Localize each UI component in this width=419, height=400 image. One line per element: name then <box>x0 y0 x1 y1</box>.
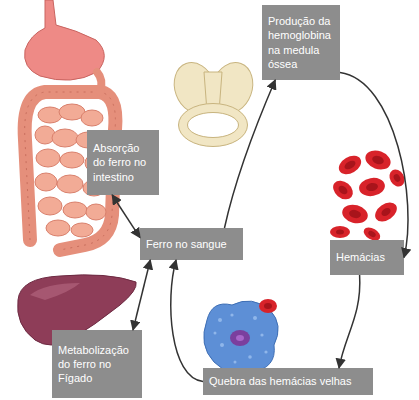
box-text: Absorção do ferro no intestino <box>93 141 153 184</box>
flow-arrow <box>171 260 203 382</box>
box-text: Hemácias <box>336 250 398 264</box>
red-blood-cells <box>329 147 407 243</box>
flow-arrow <box>133 260 150 330</box>
pelvis-bone <box>167 57 259 147</box>
box-text: Metabolização do ferro no Fígado <box>58 343 136 386</box>
box-text: Ferro no sangue <box>146 237 237 251</box>
label-box: Hemácias <box>330 240 404 275</box>
label-box: Absorção do ferro no intestino <box>87 130 159 195</box>
duodenum <box>97 72 101 92</box>
box-text: Quebra das hemácias velhas <box>209 374 367 388</box>
macrophage-cell <box>204 299 278 374</box>
flow-arrow <box>339 275 360 368</box>
flow-arrow <box>340 73 408 258</box>
box-text: Produção da hemoglobina na medula óssea <box>268 14 334 71</box>
label-box: Quebra das hemácias velhas <box>203 368 373 395</box>
stomach <box>25 0 105 80</box>
label-box: Produção da hemoglobina na medula óssea <box>262 5 340 80</box>
flow-arrow <box>224 80 275 228</box>
flow-arrow <box>112 195 140 238</box>
label-box: Metabolização do ferro no Fígado <box>52 330 142 398</box>
label-box: Ferro no sangue <box>140 228 243 260</box>
